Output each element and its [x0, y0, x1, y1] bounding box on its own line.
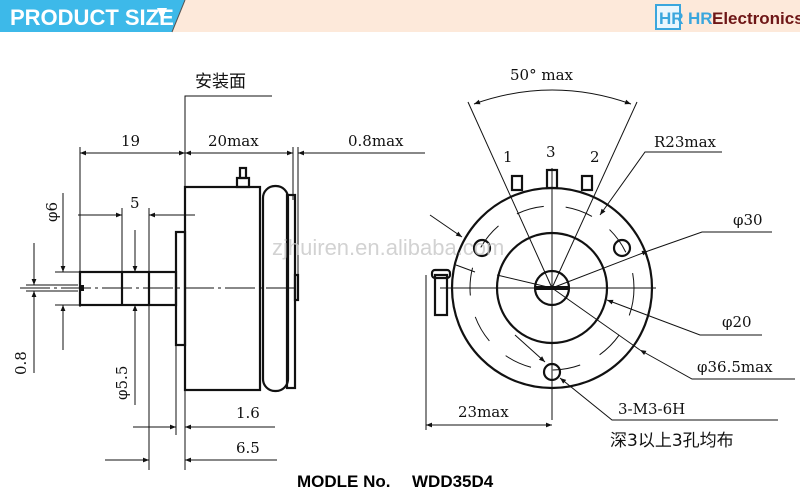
thread-note: 深3以上3孔均布 [610, 431, 734, 451]
angle-50-max: 50° max [510, 66, 574, 84]
dim-phi20: φ20 [722, 313, 752, 331]
header-title: PRODUCT SIZE [10, 5, 174, 30]
brand-badge: HR [659, 9, 684, 28]
terminals: 1 3 2 [503, 143, 600, 192]
dim-20max: 20max [208, 132, 259, 150]
brand-logo: HR HR Electronics [655, 4, 800, 30]
model-label: MODLE No. [297, 472, 391, 491]
dim-phi5.5: φ5.5 [113, 366, 131, 400]
dim-0.8: 0.8 [12, 351, 30, 375]
header-banner: PRODUCT SIZE HR HR Electronics [0, 0, 800, 33]
dim-r23max: R23max [654, 133, 717, 151]
dim-1.6: 1.6 [236, 404, 260, 422]
thread-spec: 3-M3-6H [618, 400, 685, 418]
side-view: 安装面 19 20max 0.8max 5 φ6 [12, 72, 425, 470]
model-value: WDD35D4 [412, 472, 494, 491]
dim-6.5: 6.5 [236, 439, 260, 457]
dim-23max: 23max [458, 403, 509, 421]
dim-5: 5 [130, 194, 140, 212]
triangle-down-icon [157, 8, 167, 20]
front-view: 1 3 2 50° max R23max φ30 φ20 φ36.5max 3 [425, 66, 795, 451]
terminal-2-label: 2 [590, 148, 600, 166]
dim-19: 19 [121, 132, 140, 150]
terminal-1-label: 1 [503, 148, 513, 166]
dim-phi30: φ30 [733, 211, 763, 229]
dim-phi36.5max: φ36.5max [697, 358, 773, 376]
brand-prefix: HR [688, 9, 713, 28]
dim-0.8max: 0.8max [348, 132, 404, 150]
terminal-3-label: 3 [546, 143, 556, 161]
watermark: zjhuiren.en.alibaba.com [272, 235, 504, 260]
brand-name: Electronics [712, 9, 800, 28]
mounting-face-label: 安装面 [195, 72, 246, 92]
dim-phi6: φ6 [43, 202, 61, 222]
